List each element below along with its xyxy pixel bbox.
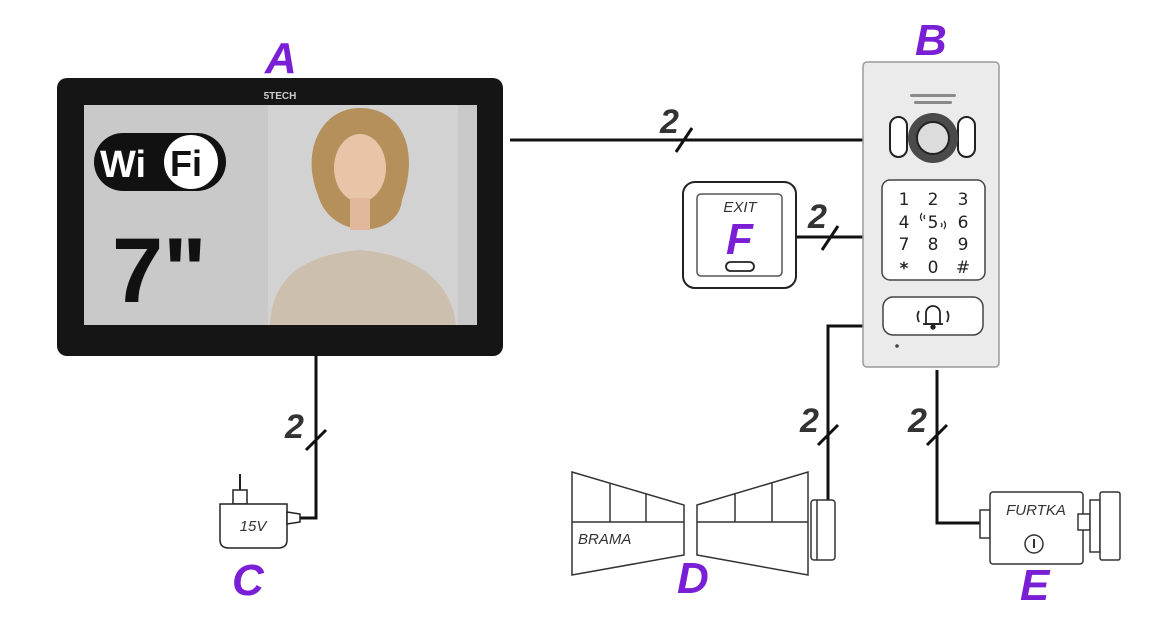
lock-mount — [979, 509, 991, 539]
panel-keypad — [881, 179, 986, 281]
keypad-keys: 1 2 3 4 5 6 7 8 9 * 0 # — [899, 190, 971, 279]
key-2[interactable]: 2 — [928, 190, 939, 210]
wire-ticks — [304, 127, 949, 452]
gate-left-wing — [571, 470, 685, 576]
monitor-screen-size: 7" — [112, 220, 207, 322]
monitor-brand: 5TECH — [264, 91, 297, 102]
photo-neck — [350, 198, 370, 230]
psu-cable-jack — [286, 511, 301, 525]
gate: BRAMA — [571, 470, 836, 576]
psu-voltage: 15V — [240, 518, 269, 535]
wire-count-panel-gate: 2 — [799, 402, 819, 440]
tick-panel-gate — [816, 423, 840, 447]
wifi-logo-right: Fi — [170, 143, 202, 184]
exit-button-key[interactable] — [725, 261, 755, 272]
panel-camera-lens — [916, 121, 950, 155]
gate-right-wing — [696, 470, 809, 576]
tick-panel-wicket — [925, 423, 949, 447]
wire-count-panel-wicket: 2 — [907, 402, 927, 440]
panel-speaker-top — [910, 94, 956, 97]
panel-light-left — [889, 116, 908, 158]
bell-icon — [916, 305, 950, 330]
gate-motor — [810, 499, 836, 561]
key-9[interactable]: 9 — [958, 235, 969, 255]
wire-count-exit-panel: 2 — [807, 198, 827, 236]
key-3[interactable]: 3 — [958, 190, 969, 210]
exit-button-inner — [696, 193, 783, 277]
panel-light-right — [957, 116, 976, 158]
wicket-lock: FURTKA — [979, 491, 1121, 565]
wire-count-monitor-psu: 2 — [284, 408, 304, 446]
wire-panel-wicket — [935, 370, 980, 525]
woman-photo — [268, 105, 458, 325]
key-4[interactable]: 4 — [899, 213, 910, 233]
key-0[interactable]: 0 — [928, 258, 939, 278]
wicket-text: FURTKA — [1006, 502, 1066, 519]
door-panel: 1 2 3 4 5 6 7 8 9 * 0 # — [862, 61, 1000, 368]
tick-monitor-psu — [304, 428, 328, 452]
wifi-logo-left: Wi — [100, 144, 146, 186]
psu-body — [219, 503, 288, 549]
wire-count-monitor-panel: 2 — [659, 103, 679, 141]
label-wicket: E — [1020, 561, 1051, 610]
power-supply: 15V — [219, 474, 301, 549]
key-1[interactable]: 1 — [899, 190, 910, 210]
panel-speaker-bottom — [914, 101, 952, 104]
tick-monitor-panel — [674, 127, 694, 153]
label-panel: B — [915, 16, 947, 65]
lock-strike-box — [1099, 491, 1121, 561]
wire-panel-gate — [826, 324, 863, 510]
wires — [293, 138, 980, 525]
panel-mic — [895, 344, 899, 348]
key-7[interactable]: 7 — [899, 235, 910, 255]
wifi-logo-badge — [164, 135, 218, 189]
label-exit: F — [726, 215, 754, 264]
photo-face — [334, 134, 386, 202]
lock-bolt — [1077, 513, 1091, 531]
psu-plug-neck — [232, 489, 248, 505]
label-psu: C — [232, 556, 265, 605]
lock-strike-plate — [1089, 499, 1101, 553]
key-8[interactable]: 8 — [928, 235, 939, 255]
gate-text: BRAMA — [578, 531, 631, 548]
tick-exit-panel — [820, 225, 840, 251]
key-star[interactable]: * — [900, 259, 909, 279]
label-gate: D — [677, 554, 709, 603]
label-monitor: A — [264, 34, 297, 83]
rfid-icon — [919, 212, 947, 230]
key-hash[interactable]: # — [956, 258, 970, 278]
key-5[interactable]: 5 — [928, 213, 939, 233]
wifi-logo: Wi Fi — [94, 133, 226, 191]
key-6[interactable]: 6 — [958, 213, 969, 233]
monitor: 5TECH Wi Fi 7" — [57, 78, 503, 356]
photo-shoulders — [270, 250, 456, 325]
exit-button-device: EXIT — [682, 181, 797, 289]
exit-button-text: EXIT — [723, 199, 758, 216]
